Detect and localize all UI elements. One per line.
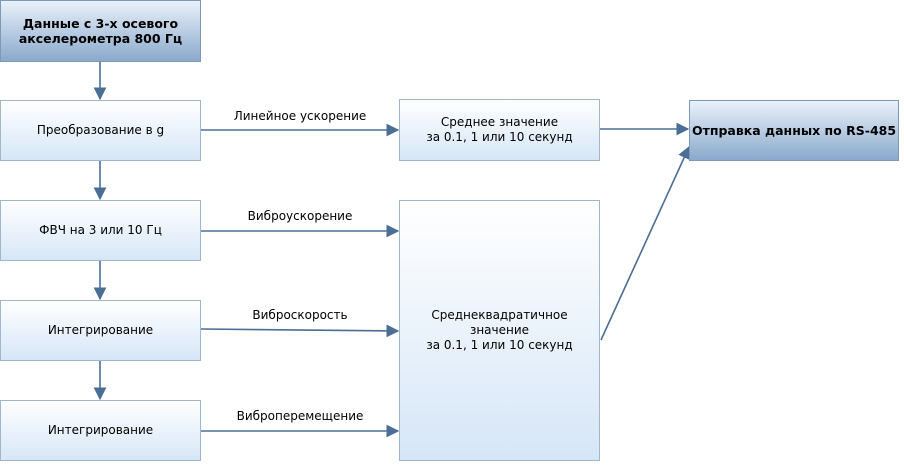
arrow-rms-to-output — [600, 145, 691, 341]
node-integrate-2: Интегрирование — [0, 400, 201, 461]
node-source: Данные с 3-х осевого акселерометра 800 Г… — [0, 0, 201, 62]
edge-label-vibro-velocity: Виброскорость — [252, 308, 348, 322]
node-rms: Среднеквадратичное значение за 0.1, 1 ил… — [399, 200, 600, 461]
node-output: Отправка данных по RS-485 — [689, 100, 899, 161]
node-convert: Преобразование в g — [0, 100, 201, 161]
node-mean: Среднее значение за 0.1, 1 или 10 секунд — [399, 99, 600, 161]
node-integrate-1: Интегрирование — [0, 300, 201, 361]
edge-label-vibro-accel: Виброускорение — [247, 209, 353, 223]
arrow-integrate1-to-rms — [200, 324, 400, 338]
node-hpf: ФВЧ на 3 или 10 Гц — [0, 200, 201, 261]
edge-label-vibro-displacement: Виброперемещение — [236, 409, 364, 423]
edge-label-linear-accel: Линейное ускорение — [233, 109, 367, 123]
